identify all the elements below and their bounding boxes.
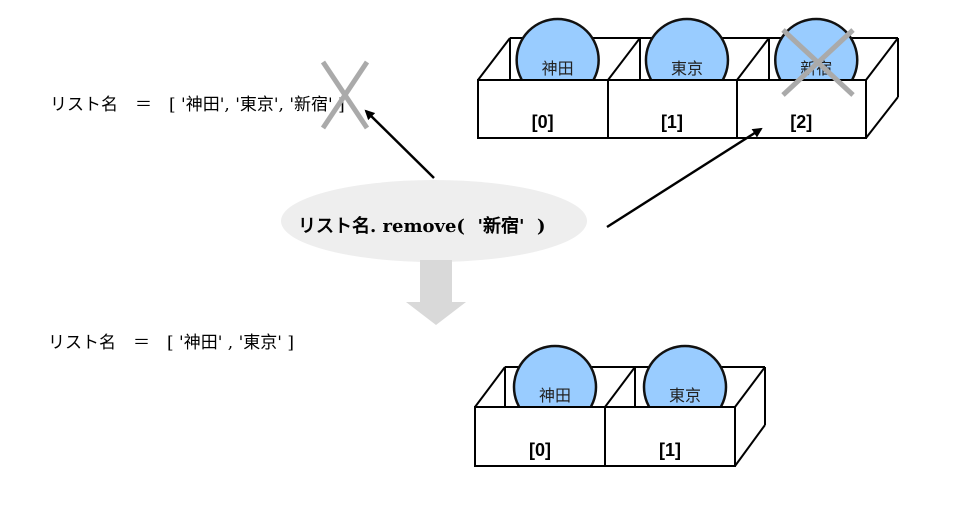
arrow-to-box [606, 127, 763, 229]
after-index-label: [1] [659, 440, 681, 460]
arrow-to-text [364, 109, 435, 179]
removed-text-cross [320, 60, 370, 130]
after-list-front [474, 406, 736, 467]
before-index-label: [2] [790, 112, 812, 132]
after-index-label: [0] [529, 440, 551, 460]
before-list-front [477, 79, 867, 139]
after-list-code: リスト名 ＝ [ '神田' , '東京' ] [48, 333, 294, 353]
before-index-label: [0] [532, 112, 554, 132]
after-ball-label: 神田 [539, 386, 571, 405]
remove-method-call: リスト名. remove( '新宿' ) [298, 216, 546, 237]
removed-ball-cross [781, 28, 855, 97]
before-ball-label: 東京 [671, 59, 703, 78]
down-arrow-icon [406, 260, 466, 325]
method-call-bubble [281, 180, 587, 262]
before-list-code: リスト名 ＝ [ '神田', '東京', '新宿' ] [50, 95, 345, 115]
before-ball-label: 神田 [542, 59, 574, 78]
after-ball-label: 東京 [669, 386, 701, 405]
before-index-label: [1] [661, 112, 683, 132]
